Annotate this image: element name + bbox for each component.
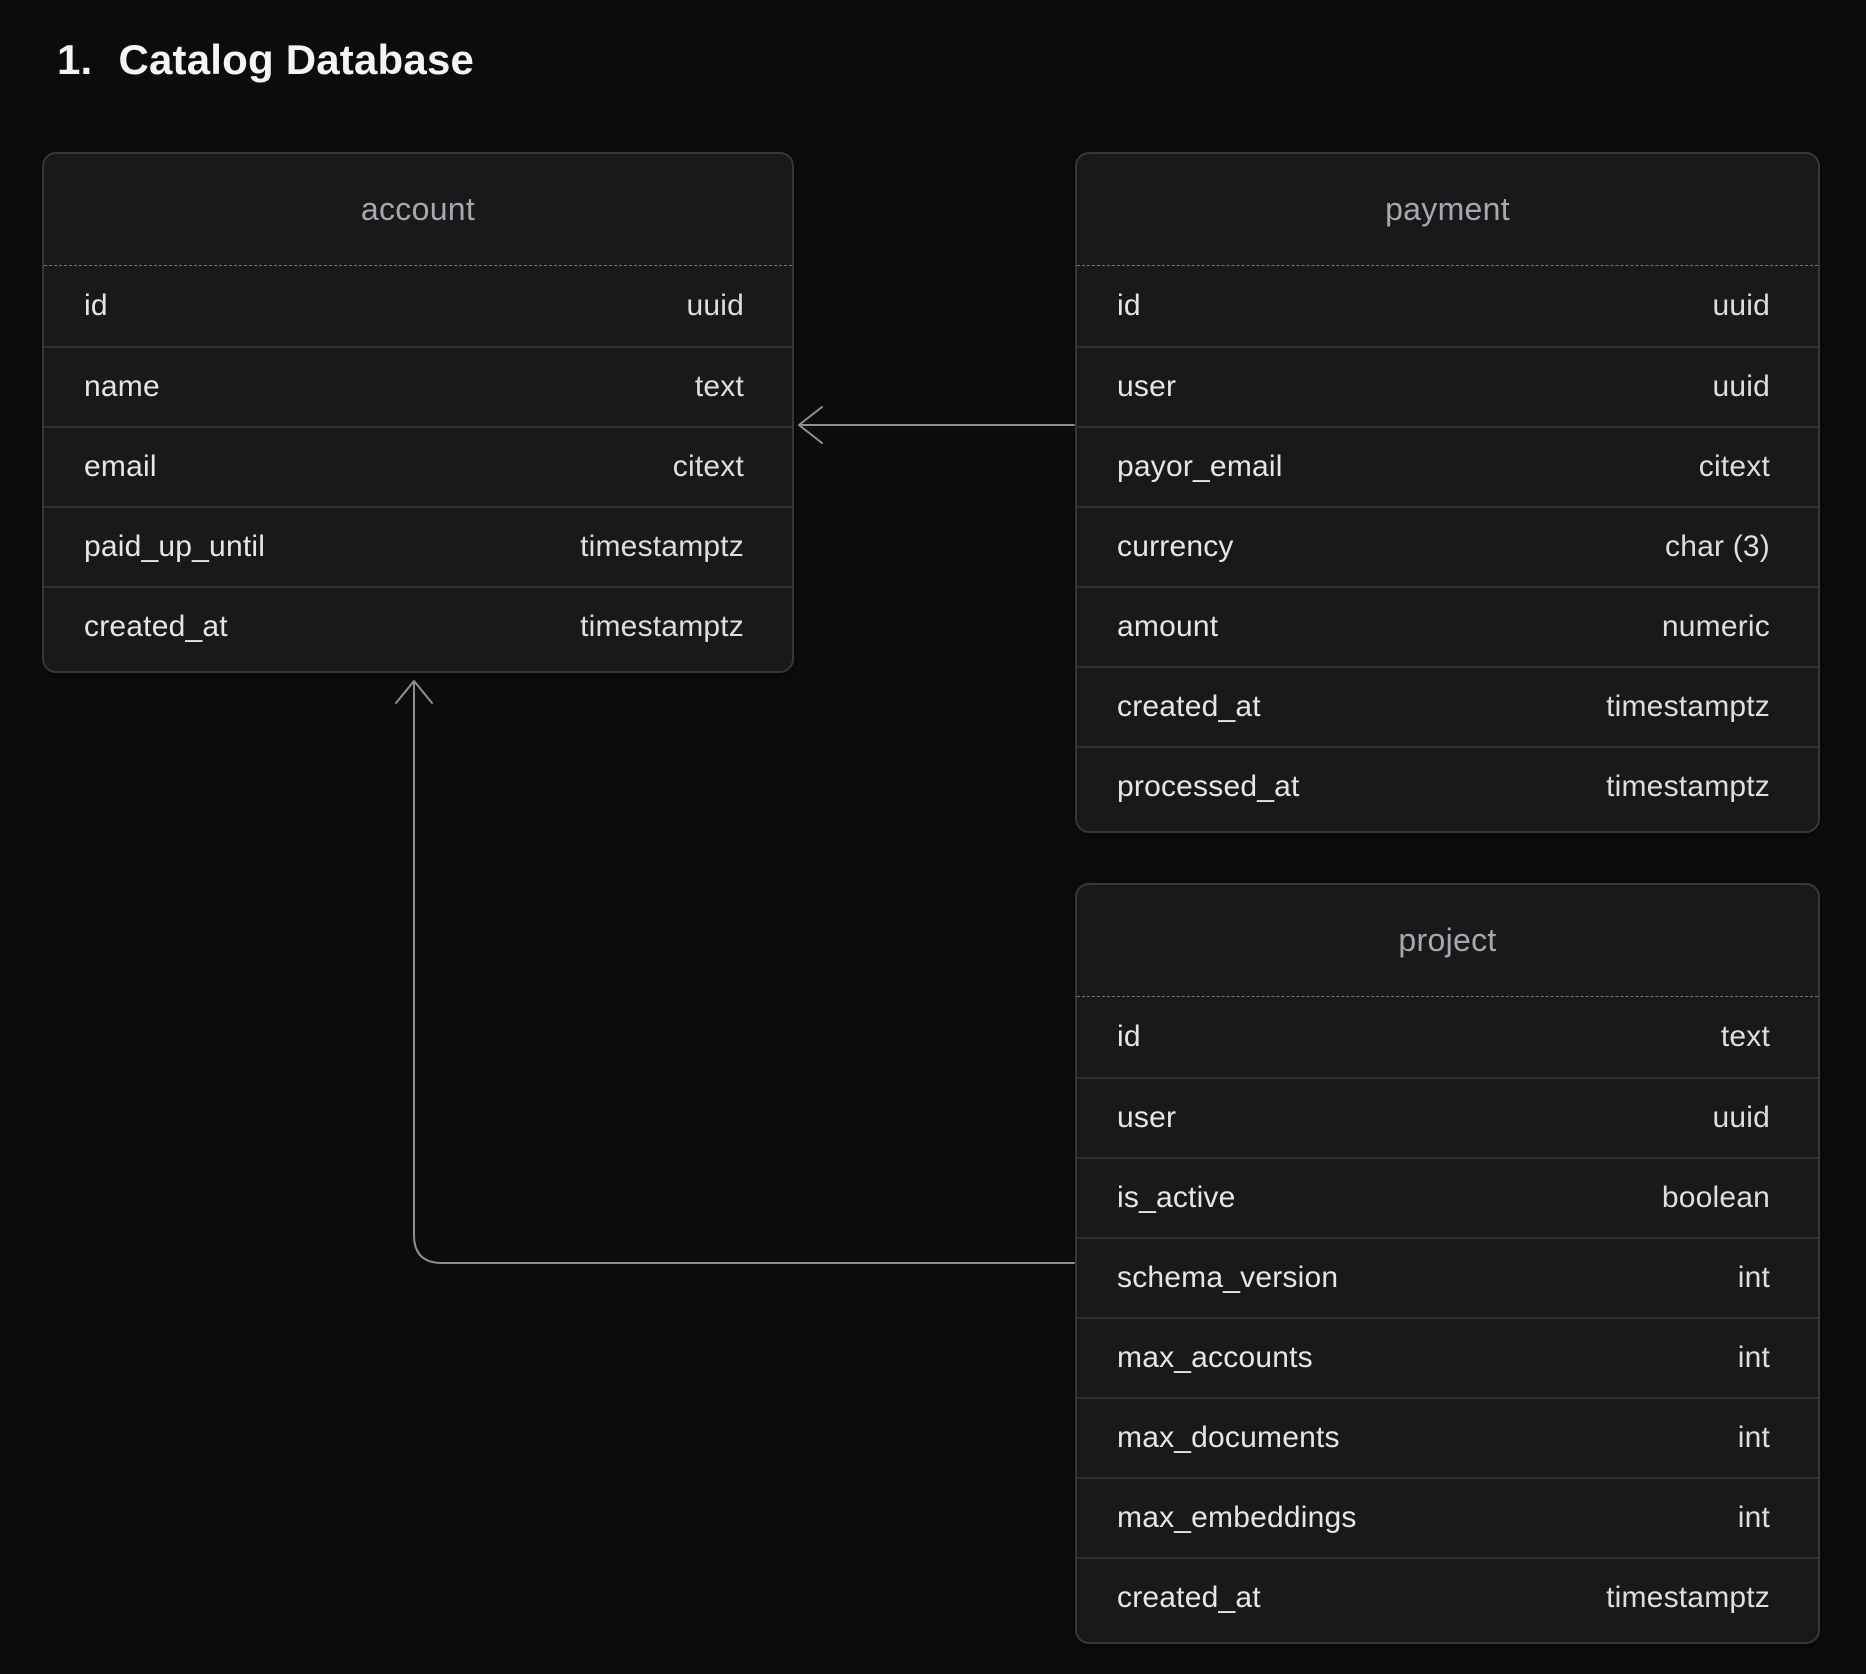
table-row: id uuid	[44, 266, 792, 346]
column-field: created_at	[1117, 1581, 1261, 1614]
table-row: created_at timestamptz	[1077, 1557, 1818, 1637]
column-field: max_embeddings	[1117, 1501, 1357, 1534]
table-payment-header: payment	[1077, 154, 1818, 266]
column-type: boolean	[1661, 1181, 1770, 1214]
table-row: max_documents int	[1077, 1397, 1818, 1477]
table-row: schema_version int	[1077, 1237, 1818, 1317]
column-field: email	[84, 450, 157, 483]
page-title: 1. Catalog Database	[57, 36, 474, 84]
column-field: paid_up_until	[84, 530, 266, 563]
column-field: payor_email	[1117, 450, 1283, 483]
table-row: email citext	[44, 426, 792, 506]
table-project[interactable]: project id text user uuid is_active bool…	[1075, 883, 1820, 1644]
column-type: timestamptz	[1606, 770, 1770, 803]
table-payment-title: payment	[1385, 191, 1510, 227]
column-field: id	[84, 289, 108, 322]
table-row: id uuid	[1077, 266, 1818, 346]
arrowhead-left-icon	[798, 406, 823, 444]
column-type: citext	[1698, 450, 1770, 483]
column-type: int	[1737, 1341, 1770, 1374]
column-field: id	[1117, 289, 1141, 322]
column-type: text	[1720, 1020, 1770, 1053]
column-field: user	[1117, 370, 1177, 403]
column-type: timestamptz	[580, 530, 744, 563]
table-project-title: project	[1398, 922, 1497, 958]
column-type: uuid	[1712, 370, 1770, 403]
page-title-text: Catalog Database	[118, 36, 475, 83]
column-type: text	[694, 370, 744, 403]
column-type: citext	[672, 450, 744, 483]
table-account[interactable]: account id uuid name text email citext p…	[42, 152, 794, 673]
column-field: schema_version	[1117, 1261, 1339, 1294]
column-field: processed_at	[1117, 770, 1300, 803]
column-field: id	[1117, 1020, 1141, 1053]
column-field: created_at	[84, 610, 228, 643]
table-row: is_active boolean	[1077, 1157, 1818, 1237]
table-row: max_accounts int	[1077, 1317, 1818, 1397]
column-field: max_accounts	[1117, 1341, 1313, 1374]
table-row: max_embeddings int	[1077, 1477, 1818, 1557]
table-row: name text	[44, 346, 792, 426]
table-project-header: project	[1077, 885, 1818, 997]
column-type: uuid	[1712, 1101, 1770, 1134]
table-account-title: account	[360, 191, 476, 227]
table-row: paid_up_until timestamptz	[44, 506, 792, 586]
column-type: timestamptz	[580, 610, 744, 643]
table-row: user uuid	[1077, 346, 1818, 426]
table-row: processed_at timestamptz	[1077, 746, 1818, 826]
table-account-header: account	[44, 154, 792, 266]
table-row: amount numeric	[1077, 586, 1818, 666]
column-type: numeric	[1661, 610, 1770, 643]
page-title-number: 1.	[57, 36, 93, 83]
column-type: timestamptz	[1606, 690, 1770, 723]
column-type: char (3)	[1665, 530, 1770, 563]
column-field: is_active	[1117, 1181, 1236, 1214]
column-field: max_documents	[1117, 1421, 1340, 1454]
table-row: created_at timestamptz	[1077, 666, 1818, 746]
column-field: currency	[1117, 530, 1234, 563]
table-row: payor_email citext	[1077, 426, 1818, 506]
table-row: user uuid	[1077, 1077, 1818, 1157]
column-type: int	[1737, 1421, 1770, 1454]
connector-project-to-account	[413, 681, 1075, 1264]
column-type: timestamptz	[1606, 1581, 1770, 1614]
column-field: name	[84, 370, 160, 403]
arrowhead-up-icon	[395, 680, 433, 704]
column-field: user	[1117, 1101, 1177, 1134]
column-type: int	[1737, 1261, 1770, 1294]
column-type: uuid	[1712, 289, 1770, 322]
column-type: uuid	[686, 289, 744, 322]
table-row: currency char (3)	[1077, 506, 1818, 586]
column-field: created_at	[1117, 690, 1261, 723]
table-row: created_at timestamptz	[44, 586, 792, 666]
column-field: amount	[1117, 610, 1219, 643]
table-payment[interactable]: payment id uuid user uuid payor_email ci…	[1075, 152, 1820, 833]
table-row: id text	[1077, 997, 1818, 1077]
column-type: int	[1737, 1501, 1770, 1534]
